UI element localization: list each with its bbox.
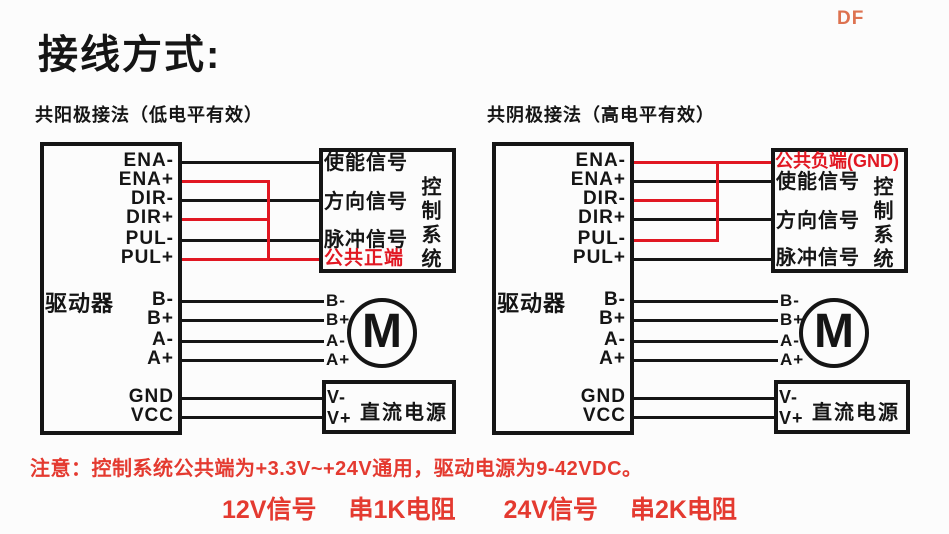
wire-dir-plus-red bbox=[182, 218, 270, 221]
common-positive-bus bbox=[267, 180, 270, 261]
pin-ena-minus: ENA- bbox=[123, 150, 174, 171]
pin-dir-minus: DIR- bbox=[130, 188, 174, 209]
pin-ena-plus: ENA+ bbox=[118, 169, 174, 190]
pin-pul-minus: PUL- bbox=[577, 228, 626, 249]
wire-ena-minus bbox=[182, 161, 319, 164]
pin-gnd: GND bbox=[580, 386, 626, 407]
diagram-subtitle: 共阳极接法（低电平有效） bbox=[35, 105, 263, 125]
wire-dir-minus bbox=[182, 199, 319, 202]
motor-symbol: M bbox=[799, 298, 869, 368]
pin-b-plus: B+ bbox=[147, 308, 174, 329]
driver-box bbox=[40, 142, 182, 435]
wire-b-plus bbox=[634, 319, 778, 322]
note-voltage-range: 注意：控制系统公共端为+3.3V~+24V通用，驱动电源为9-42VDC。 bbox=[30, 458, 643, 480]
wire-b-plus bbox=[182, 319, 324, 322]
dc-power-label: 直流电源 bbox=[812, 402, 900, 424]
power-pin-v-plus: V+ bbox=[327, 408, 352, 428]
dc-power-box bbox=[774, 380, 910, 434]
note-1k-resistor: 串1K电阻 bbox=[348, 496, 456, 524]
wire-ena-plus-red bbox=[182, 180, 270, 183]
direction-signal-label: 方向信号 bbox=[776, 210, 860, 232]
wire-pul-plus-red bbox=[182, 258, 319, 261]
motor-m-letter: M bbox=[362, 305, 402, 358]
power-pin-v-minus: V- bbox=[327, 387, 347, 407]
wire-pul-minus bbox=[182, 239, 319, 242]
wire-b-minus bbox=[634, 300, 778, 303]
pin-b-minus: B- bbox=[603, 289, 626, 310]
control-system-label: 控制系统 bbox=[870, 176, 892, 272]
pin-gnd: GND bbox=[128, 386, 174, 407]
wire-pul-plus bbox=[634, 258, 771, 261]
driver-box bbox=[492, 142, 634, 435]
pin-dir-minus: DIR- bbox=[582, 188, 626, 209]
note-resistor-recommendation: 12V信号 串1K电阻 24V信号 串2K电阻 bbox=[222, 490, 737, 526]
pin-a-plus: A+ bbox=[147, 348, 174, 369]
diagram-common-cathode: 共阴极接法（高电平有效） 驱动器 ENA- ENA+ DIR- DIR+ PUL… bbox=[452, 0, 949, 534]
direction-signal-label: 方向信号 bbox=[324, 191, 408, 213]
motor-pin-b-plus: B+ bbox=[780, 310, 805, 329]
pin-ena-minus: ENA- bbox=[575, 150, 626, 171]
pin-pul-plus: PUL+ bbox=[120, 247, 174, 268]
wire-pul-minus-red bbox=[634, 239, 719, 242]
diagram-common-anode: 共阳极接法（低电平有效） 驱动器 ENA- ENA+ DIR- DIR+ PUL… bbox=[35, 105, 456, 435]
pin-vcc: VCC bbox=[130, 405, 174, 426]
power-pin-v-minus: V- bbox=[779, 387, 799, 407]
pin-a-minus: A- bbox=[151, 329, 174, 350]
control-system-label: 控制系统 bbox=[418, 176, 440, 272]
common-negative-bus bbox=[716, 161, 719, 242]
pulse-signal-label: 脉冲信号 bbox=[776, 247, 860, 269]
motor-m-letter: M bbox=[814, 305, 854, 358]
wire-gnd bbox=[182, 397, 322, 400]
wire-vcc bbox=[634, 416, 774, 419]
pin-dir-plus: DIR+ bbox=[578, 207, 626, 228]
enable-signal-label: 使能信号 bbox=[324, 152, 408, 174]
motor-pin-b-minus: B- bbox=[780, 291, 800, 310]
motor-pin-a-plus: A+ bbox=[780, 350, 805, 369]
driver-label: 驱动器 bbox=[497, 291, 567, 316]
motor-pin-a-minus: A- bbox=[326, 331, 346, 350]
note-12v-signal: 12V信号 bbox=[222, 496, 317, 524]
pin-dir-plus: DIR+ bbox=[126, 207, 174, 228]
wire-dir-plus bbox=[634, 218, 771, 221]
motor-pin-a-minus: A- bbox=[780, 331, 800, 350]
wire-a-plus bbox=[634, 359, 778, 362]
pin-b-plus: B+ bbox=[599, 308, 626, 329]
motor-pin-b-minus: B- bbox=[326, 291, 346, 310]
motor-pin-a-plus: A+ bbox=[326, 350, 351, 369]
pin-vcc: VCC bbox=[582, 405, 626, 426]
pin-a-plus: A+ bbox=[599, 348, 626, 369]
motor-symbol: M bbox=[347, 298, 417, 368]
wire-gnd bbox=[634, 397, 774, 400]
wire-a-plus bbox=[182, 359, 324, 362]
brand-logo: DF bbox=[837, 8, 865, 29]
pin-ena-plus: ENA+ bbox=[570, 169, 626, 190]
common-negative-label: 公共负端(GND) bbox=[775, 151, 899, 171]
pulse-signal-label: 脉冲信号 bbox=[324, 229, 408, 251]
enable-signal-label: 使能信号 bbox=[776, 171, 860, 193]
control-system-box bbox=[319, 148, 456, 273]
wire-dir-minus-red bbox=[634, 199, 719, 202]
note-2k-resistor: 串2K电阻 bbox=[629, 496, 737, 524]
pin-a-minus: A- bbox=[603, 329, 626, 350]
wire-a-minus bbox=[634, 340, 778, 343]
note-24v-signal: 24V信号 bbox=[503, 496, 598, 524]
motor-pin-b-plus: B+ bbox=[326, 310, 351, 329]
pin-b-minus: B- bbox=[151, 289, 174, 310]
dc-power-label: 直流电源 bbox=[360, 402, 448, 424]
common-positive-label: 公共正端 bbox=[324, 248, 405, 269]
wire-vcc bbox=[182, 416, 322, 419]
pin-pul-minus: PUL- bbox=[125, 228, 174, 249]
wire-ena-plus bbox=[634, 180, 771, 183]
pin-pul-plus: PUL+ bbox=[572, 247, 626, 268]
wire-b-minus bbox=[182, 300, 324, 303]
page-title: 接线方式: bbox=[38, 33, 222, 77]
wire-a-minus bbox=[182, 340, 324, 343]
control-system-box bbox=[771, 148, 908, 273]
power-pin-v-plus: V+ bbox=[779, 408, 804, 428]
driver-label: 驱动器 bbox=[45, 291, 115, 316]
wire-ena-minus-red bbox=[634, 161, 771, 164]
diagram-subtitle: 共阴极接法（高电平有效） bbox=[487, 105, 715, 125]
dc-power-box bbox=[322, 380, 456, 434]
